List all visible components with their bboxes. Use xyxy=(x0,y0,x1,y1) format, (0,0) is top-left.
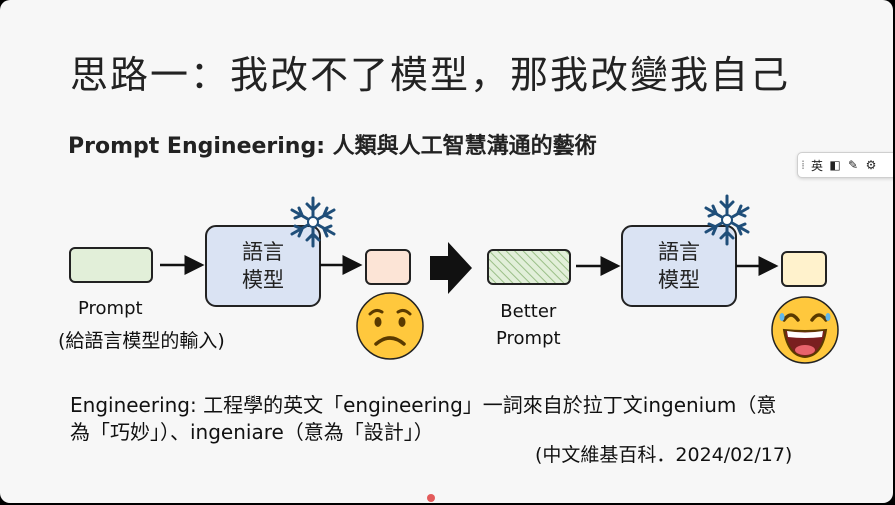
model-label-right: 語言 模型 xyxy=(658,240,700,292)
ime-toolbar[interactable]: ⁞ 英 ◧ ✎ ⚙ xyxy=(797,152,893,178)
better-prompt-input-box xyxy=(487,249,571,285)
slide-subtitle: Prompt Engineering: 人類與人工智慧溝通的藝術 xyxy=(68,134,597,159)
better-prompt-label: Better Prompt xyxy=(496,301,561,349)
ime-half-full-width-icon[interactable]: ◧ xyxy=(829,158,841,172)
slide-title: 思路一：我改不了模型，那我改變我自己 xyxy=(70,53,791,97)
sad-face-icon xyxy=(356,292,424,360)
ime-mode-toggle[interactable]: 英 xyxy=(810,158,823,173)
prompt-label: Prompt xyxy=(78,298,143,319)
prompt-sublabel: (給語言模型的輸入) xyxy=(58,330,225,352)
output-box-right xyxy=(781,251,827,287)
citation: (中文維基百科．2024/02/17) xyxy=(535,444,793,466)
ime-grip-icon[interactable]: ⁞ xyxy=(801,158,805,172)
laser-pointer-dot xyxy=(427,494,435,502)
transition-arrow-icon xyxy=(430,242,472,294)
ime-punctuation-icon[interactable]: ✎ xyxy=(847,158,859,172)
laughing-face-icon xyxy=(771,296,839,364)
prompt-input-box xyxy=(69,247,153,283)
prompt-diagram xyxy=(69,194,839,364)
output-box-left xyxy=(365,249,411,285)
engineering-definition: Engineering: 工程學的英文「engineering」一詞來自於拉丁文… xyxy=(70,393,777,444)
ime-settings-icon[interactable]: ⚙ xyxy=(865,158,877,172)
model-label-left: 語言 模型 xyxy=(242,240,284,292)
